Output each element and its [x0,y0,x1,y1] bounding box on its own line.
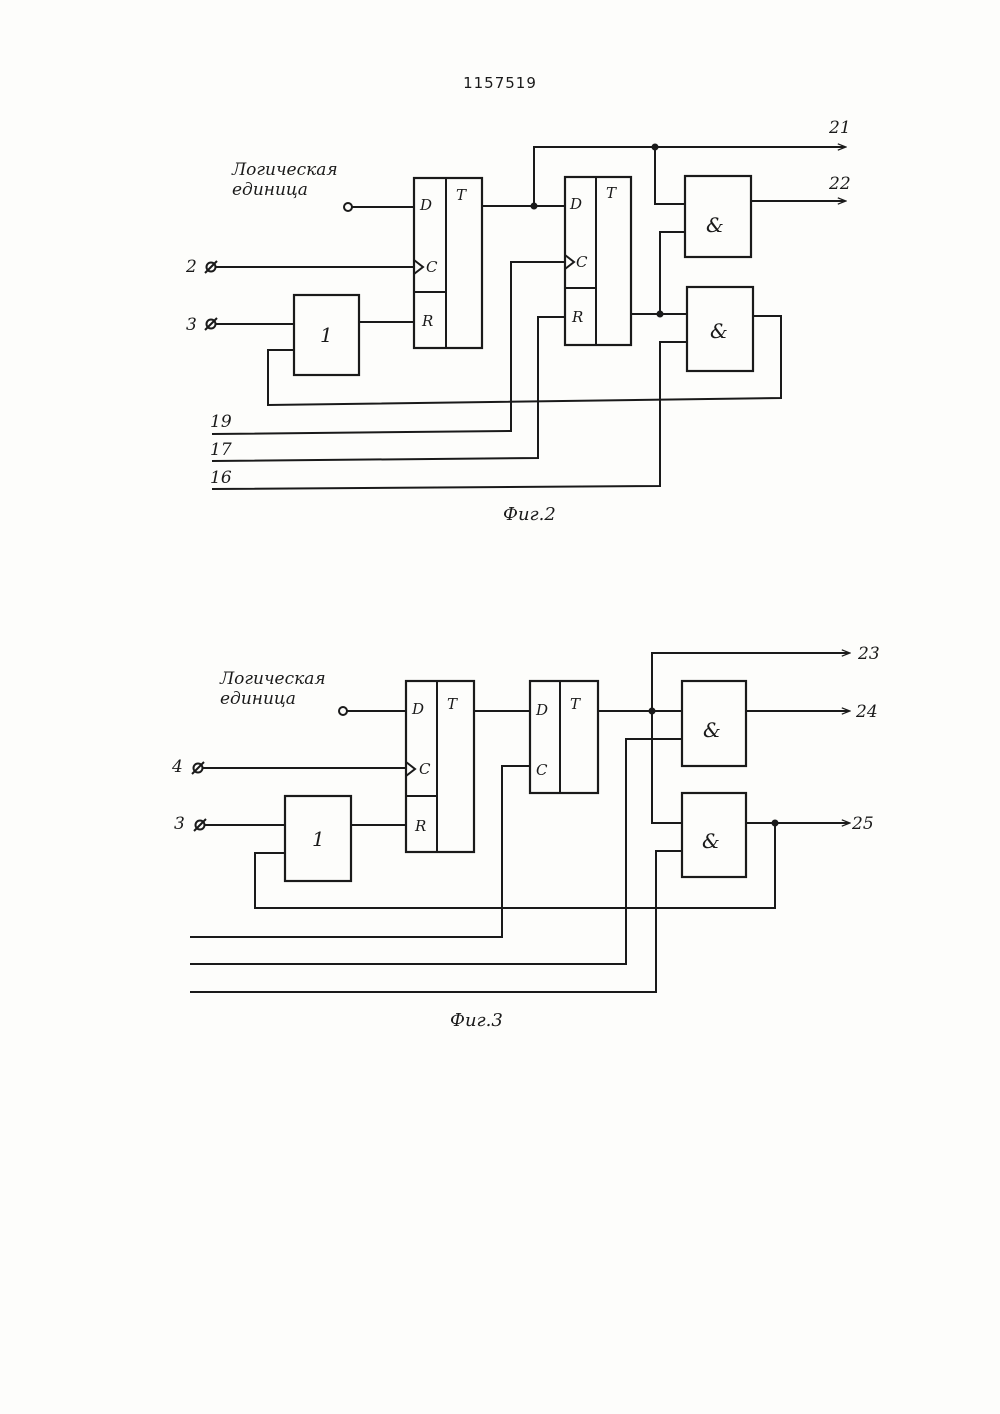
fig3-input-3-label: 3 [174,814,185,834]
svg-text:&: & [703,718,721,742]
fig3-logic-one-terminal [339,707,347,715]
fig2-output-21: 21 [828,118,851,138]
fig2-input-3-label: 3 [186,315,197,335]
fig2-output-22: 22 [828,174,851,194]
fig2-trigger-1: D T C R [414,178,482,348]
fig2-logic-one-terminal [344,203,352,211]
svg-text:&: & [706,213,724,237]
fig2-t2-pin-t: T [606,184,617,202]
fig2-t1-pin-d: D [419,196,432,214]
fig2-label-unit: единица [232,180,308,200]
svg-text:1: 1 [320,323,333,347]
fig3-t2-pin-d: D [535,701,548,719]
fig2-and-gate-top: & [685,176,751,257]
figure-2: Логическая единица D T C R 2 3 [185,118,851,525]
fig3-t1-pin-d: D [411,700,424,718]
fig2-t1-pin-c: C [426,258,438,276]
fig2-bus-17: 17 [210,440,232,460]
fig3-t1-pin-t: T [447,695,458,713]
fig3-output-23: 23 [857,644,880,664]
fig2-bus-19: 19 [210,412,232,432]
fig2-and-gate-bottom: & [687,287,753,371]
fig3-and-gate-bottom: & [682,793,746,877]
fig3-label-unit: единица [220,689,296,709]
fig3-and-gate-top: & [682,681,746,766]
svg-text:&: & [702,829,720,853]
fig3-caption: Фиг.3 [450,1010,503,1031]
fig2-trigger-2: D T C R [565,177,631,345]
fig3-trigger-2: D T C [530,681,598,793]
fig3-t1-pin-r: R [414,817,426,835]
fig3-t1-pin-c: C [419,760,431,778]
svg-text:1: 1 [312,827,325,851]
fig3-t2-pin-t: T [570,695,581,713]
fig3-output-25: 25 [851,814,874,834]
fig2-t1-pin-r: R [421,312,433,330]
fig3-label-logical: Логическая [219,669,326,689]
svg-text:&: & [710,319,728,343]
fig3-t2-pin-c: C [536,761,548,779]
fig3-or-gate: 1 [285,796,351,881]
fig2-t2-pin-r: R [571,308,583,326]
fig2-or-gate: 1 [294,295,359,375]
fig3-trigger-1: D T C R [406,681,474,852]
fig3-output-24: 24 [855,702,878,722]
fig2-t2-pin-c: C [576,253,588,271]
fig3-input-4-label: 4 [171,757,183,777]
figure-3: Логическая единица D T C R 4 3 [171,644,880,1031]
fig2-bus-16: 16 [210,468,232,488]
fig2-t1-pin-t: T [456,186,467,204]
fig2-input-2-label: 2 [185,257,197,277]
fig2-label-logical: Логическая [231,160,338,180]
fig2-t2-pin-d: D [569,195,582,213]
fig2-caption: Фиг.2 [503,504,556,525]
